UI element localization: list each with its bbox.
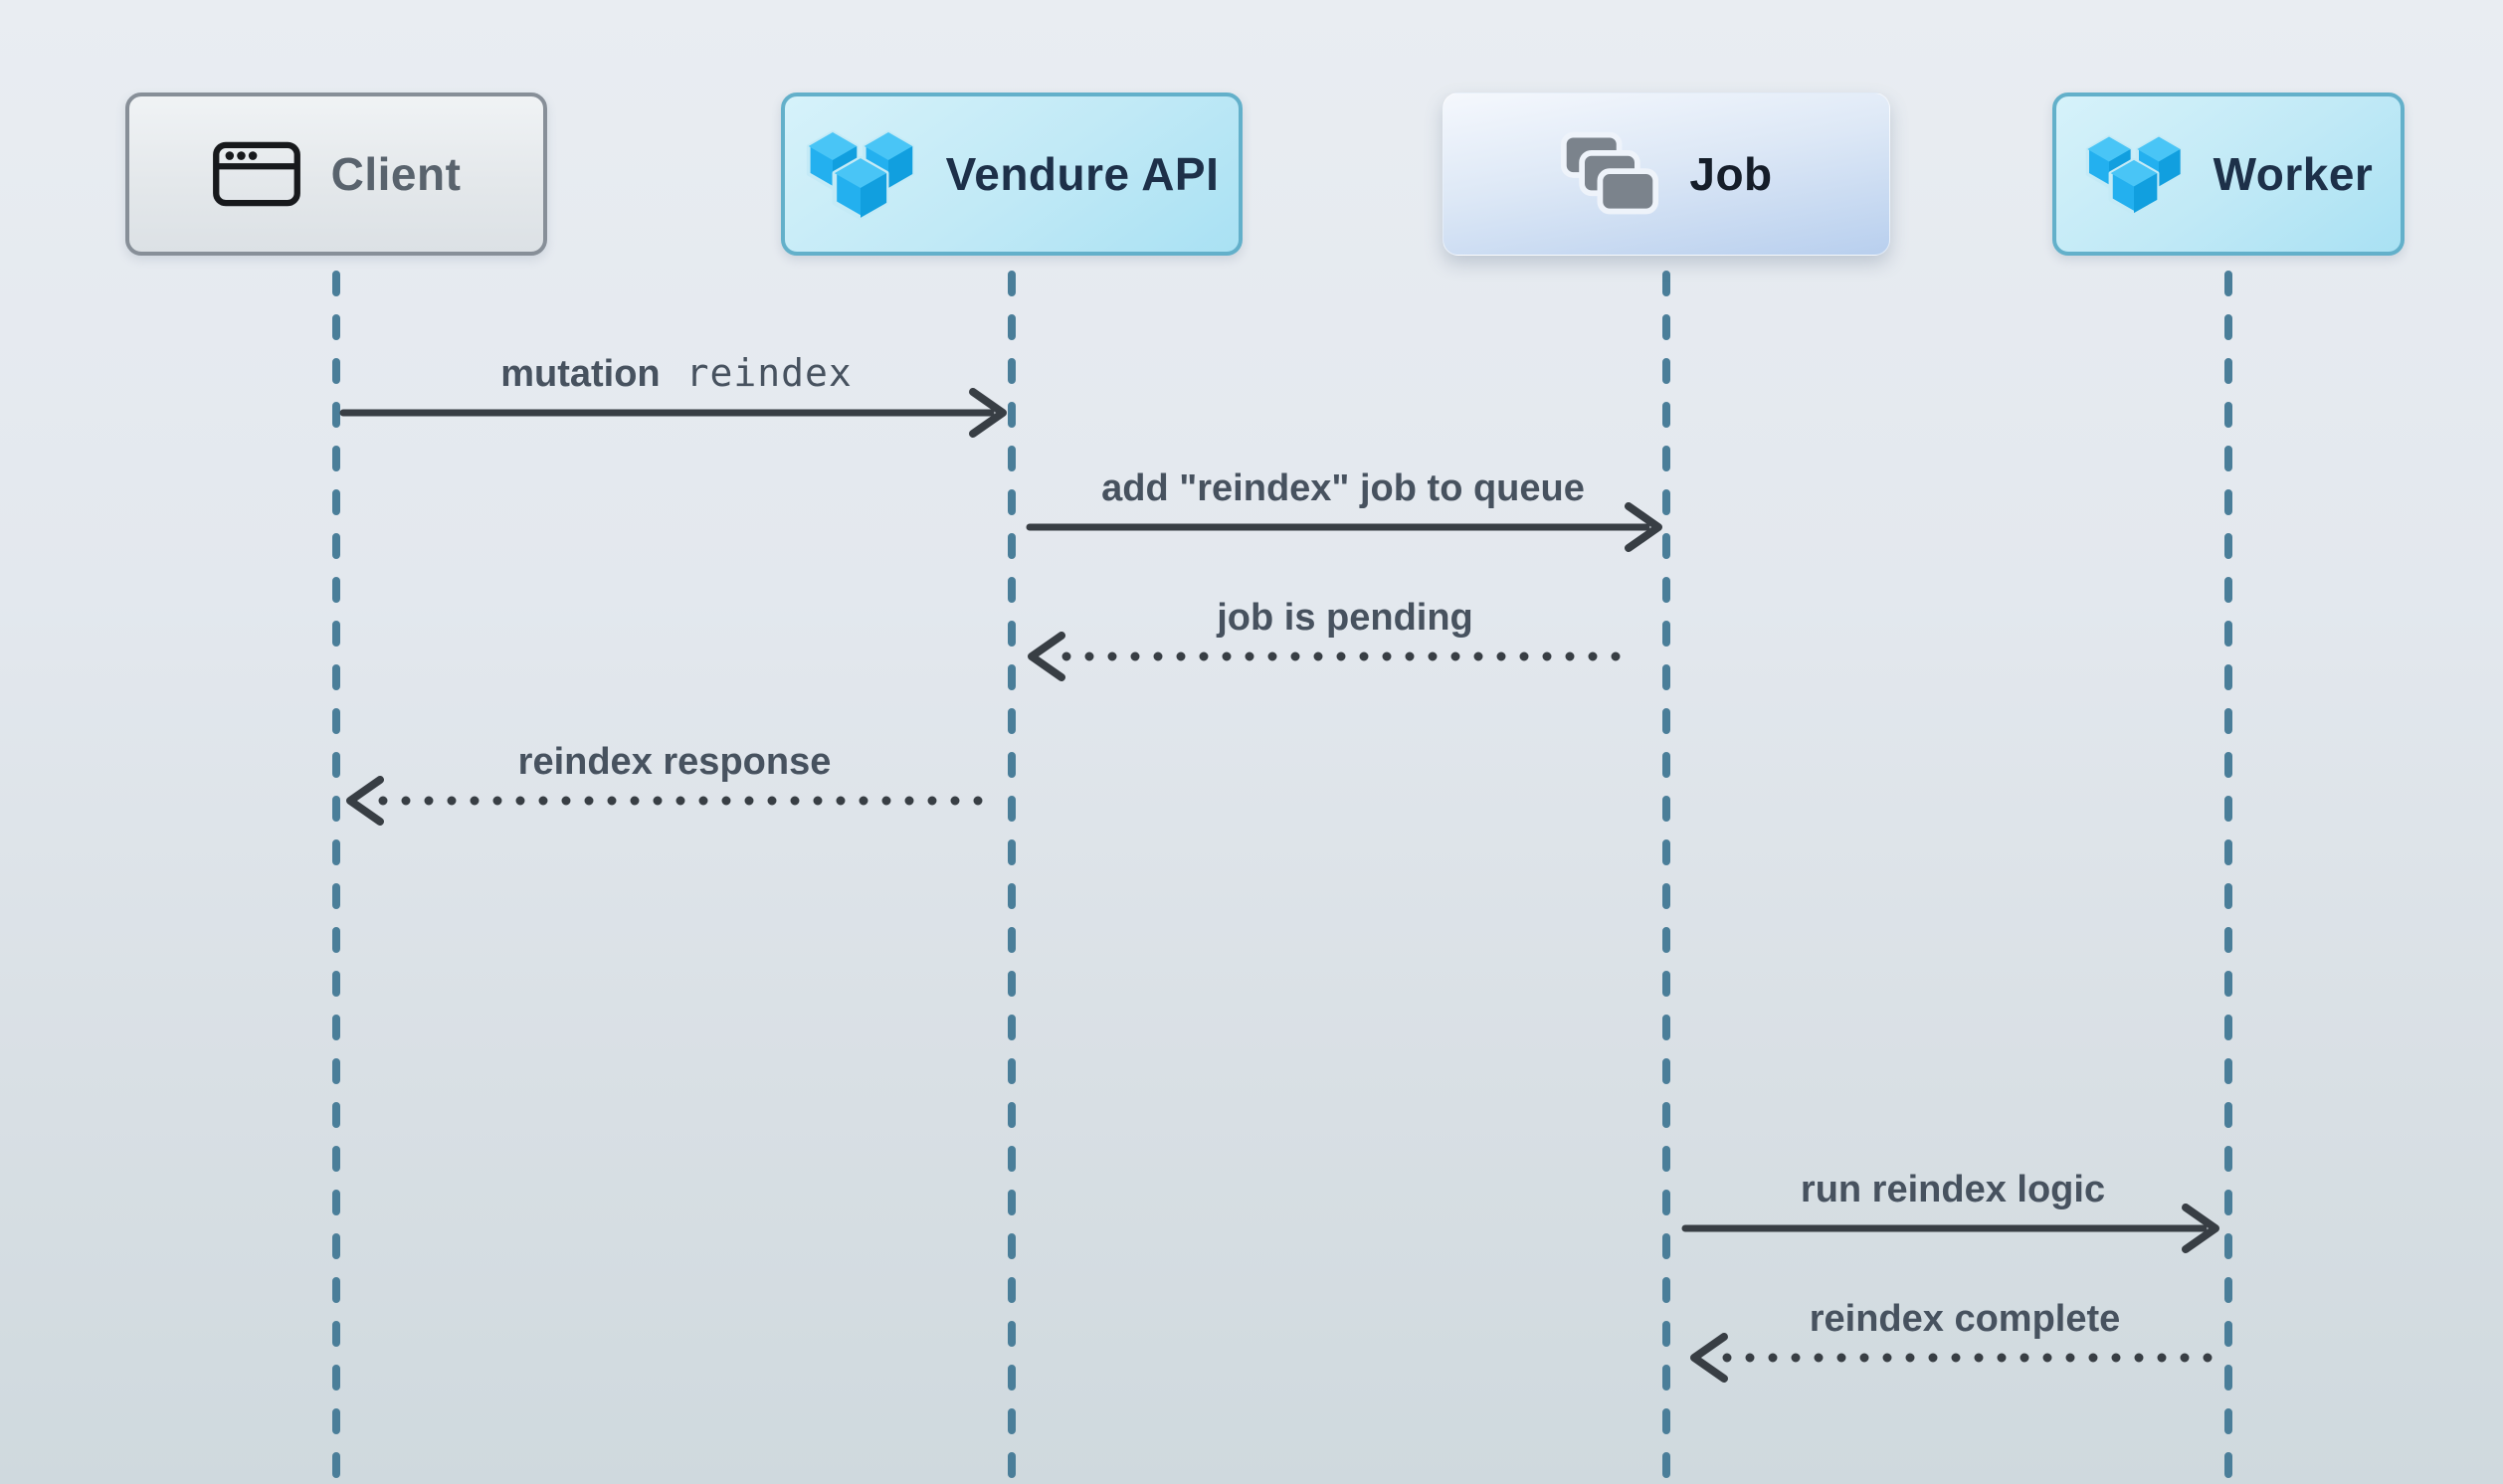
vendure-logo-icon (2084, 131, 2184, 217)
actor-vendure-api-label: Vendure API (945, 148, 1220, 200)
actor-worker-label: Worker (2213, 148, 2374, 200)
actor-vendure-api: Vendure API (781, 93, 1243, 256)
message-text: run reindex logic (1800, 1169, 2106, 1210)
message-label-add-reindex-job: add "reindex" job to queue (1101, 464, 1585, 513)
message-label-run-reindex-logic: run reindex logic (1801, 1165, 2105, 1214)
job-stack-icon (1560, 130, 1659, 218)
message-label-reindex-response: reindex response (518, 737, 832, 787)
arrow-job-is-pending (1028, 632, 1629, 681)
message-text: reindex complete (1809, 1298, 2121, 1340)
actor-job: Job (1443, 93, 1890, 256)
actor-client-label: Client (330, 148, 462, 200)
message-text: mutation (500, 353, 661, 395)
arrow-reindex-response (346, 776, 1000, 826)
message-label-job-is-pending: job is pending (1217, 593, 1473, 643)
message-text: reindex response (517, 741, 832, 783)
message-label-mutation-reindex: mutation reindex (500, 348, 853, 399)
arrow-run-reindex-logic (1681, 1204, 2219, 1253)
message-text: add "reindex" job to queue (1101, 467, 1585, 509)
arrow-mutation-reindex (339, 388, 1007, 438)
message-text: job is pending (1217, 597, 1473, 639)
actor-client: Client (125, 93, 547, 256)
message-label-reindex-complete: reindex complete (1810, 1294, 2121, 1344)
arrow-reindex-complete (1690, 1333, 2219, 1383)
message-code-text: reindex (685, 351, 853, 395)
actor-job-label: Job (1689, 148, 1773, 200)
arrow-add-reindex-job (1026, 502, 1662, 552)
actor-worker: Worker (2052, 93, 2405, 256)
vendure-logo-icon (805, 126, 916, 222)
browser-window-icon (212, 141, 301, 207)
